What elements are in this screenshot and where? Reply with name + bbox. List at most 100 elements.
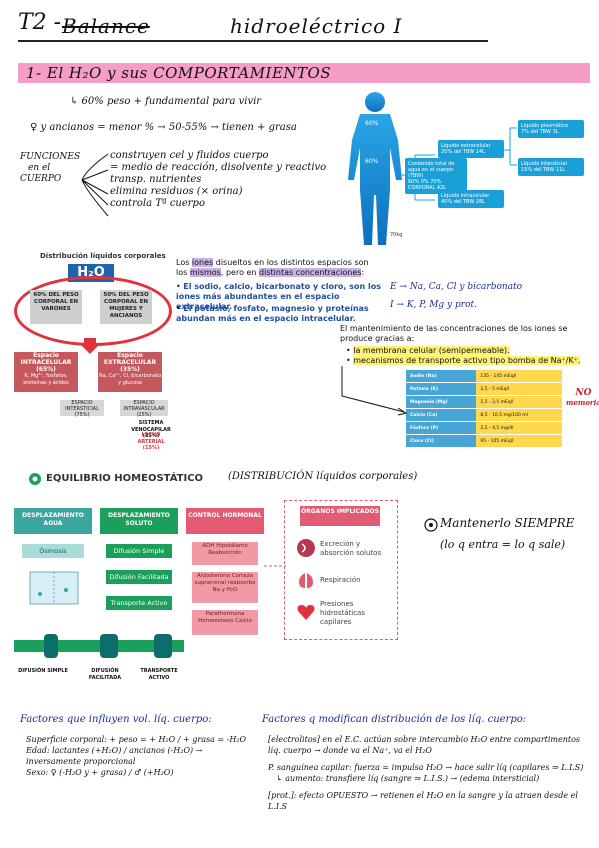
- intracellular-space-box: Espacio INTRACELULAR (65%) K, Mg²⁺, fosf…: [14, 352, 78, 392]
- equilibrium-title: EQUILIBRIO HOMEOSTÁTICO: [46, 473, 204, 484]
- table-row: Magnesio (Mg)1,5 - 2,5 mEq/l: [406, 395, 562, 409]
- page-title: hidroeléctrico I: [230, 14, 403, 38]
- funciones-label-1: FUNCIONES: [20, 152, 81, 162]
- pointer-arrow: [341, 366, 408, 416]
- figure-weight: 70kg: [390, 232, 403, 238]
- maintain-note-sub: (lo q entra = lo q sale): [440, 538, 566, 551]
- ion-name: Magnesio (Mg): [406, 395, 477, 409]
- col-solute-item: Difusión Facilitada: [106, 570, 172, 584]
- table-row: Potasio (K)3,5 - 5 mEq/l: [406, 382, 562, 396]
- note-line-1: ↳ 60% peso + fundamental para vivir: [70, 96, 262, 107]
- ion-values-table: Sodio (Na)135 - 145 mEq/l Potasio (K)3,5…: [406, 370, 562, 448]
- ion-value: 3,5 - 5 mEq/l: [476, 382, 562, 396]
- ion-value: 95 - 105 mEq/l: [476, 434, 562, 448]
- interstitial-space: ESPACIO INTERSTICIAL (75%): [60, 400, 104, 418]
- note-intracellular-ions: I → K, P, Mg y prot.: [390, 300, 477, 310]
- factor-item: Sexo: ♀ (-H₂O y + grasa) / ♂ (+H₂O): [26, 768, 174, 777]
- diff-label: DIFUSIÓN SIMPLE: [18, 668, 68, 674]
- brace-lines: [81, 153, 109, 217]
- distribution-factor-item: ↳ aumento: transfiere líq (sangre ⇒ L.I.…: [276, 774, 540, 783]
- distribution-factor-item: [electrolitos] en el E.C. actúan sobre i…: [268, 735, 581, 755]
- ion-value: 2,5 - 4,5 mg/dl: [476, 421, 562, 435]
- ion-name: Fósforo (P): [406, 421, 477, 435]
- maintain-note: Mantenerlo SIEMPRE: [440, 516, 575, 530]
- ions-intro-4: :: [361, 268, 365, 277]
- organ-item: Excreción y absorción solutos: [320, 540, 382, 557]
- distribution-title: Distribución líquidos corporales: [40, 252, 166, 260]
- maintenance-bullet-1-text: la membrana celular (semipermeable).: [353, 346, 510, 355]
- factors-volume-list: Superficie corporal: + peso = + H₂O / + …: [26, 734, 256, 778]
- organs-head: ÓRGANOS IMPLICADOS: [300, 506, 380, 526]
- factor-item: Superficie corporal: + peso = + H₂O / + …: [26, 735, 247, 744]
- figure-pct-mid: 60%: [365, 158, 379, 165]
- ions-intro: Los iones disueltos en los distintos esp…: [176, 258, 376, 278]
- plasma-box: Líquido plasmático 7% del TBW 3L: [518, 120, 584, 138]
- ions-intro-2: disueltos en los distintos espacios son …: [176, 258, 369, 277]
- col-hormonal-item: ADH Hipotálamo Reabsorción: [192, 542, 258, 565]
- ion-value: 8,5 - 10,5 mg/100 ml: [476, 408, 562, 422]
- women-weight-box: 50% DEL PESO CORPORAL EN MUJERES Y ANCIA…: [100, 290, 152, 324]
- equilibrium-icon: [29, 473, 41, 485]
- col-water-head: DESPLAZAMIENTO AGUA: [14, 508, 92, 534]
- section1-highlight: [18, 63, 590, 83]
- interstitial-sub: 15% del TBW 11L: [521, 167, 565, 173]
- lungs-icon: [299, 573, 313, 588]
- no-memoria-1: NO: [575, 388, 592, 398]
- table-row: Cloro (Cl)95 - 105 mEq/l: [406, 434, 562, 448]
- organ-item: Respiración: [320, 576, 361, 584]
- intracellular-label: Líquido intracelular: [441, 193, 490, 199]
- ion-name: Cloro (Cl): [406, 434, 477, 448]
- ion-name: Sodio (Na): [406, 370, 477, 383]
- plasma-label: Líquido plasmático: [521, 123, 569, 129]
- intravascular-space: ESPACIO INTRAVASCULAR (25%): [120, 400, 168, 418]
- figure-pct-top: 60%: [365, 120, 379, 127]
- arterial-label: LECHO ARTERIAL (15%): [137, 432, 165, 451]
- factors-distribution-list: [electrolitos] en el E.C. actúan sobre i…: [268, 734, 584, 812]
- col-hormonal-item: Parathormona Homeostasis Calcio: [192, 610, 258, 635]
- factor-item: Edad: lactantes (+H₂O) / ancianos (-H₂O)…: [26, 746, 203, 766]
- intracellular-sub: 40% del TBW 28L: [441, 199, 485, 205]
- funcion-item: transp. nutrientes: [110, 174, 202, 185]
- no-memoria-2: memoria: [566, 398, 599, 407]
- col-hormonal-head: CONTROL HORMONAL: [186, 508, 264, 534]
- col-hormonal-item: Aldosterona Corteza suprarrenal reabsorb…: [192, 572, 258, 603]
- ions-intro-3: , pero en: [220, 268, 260, 277]
- funciones-label-3: CUERPO: [20, 174, 62, 184]
- equilibrium-title-note: (DISTRIBUCIÓN líquidos corporales): [228, 471, 418, 482]
- ions-bullet-2: • El potasio, fosfato, magnesio y proteí…: [176, 304, 369, 323]
- intracellular-space-sub: K, Mg²⁺, fosfatos, proteínas y ácidos: [23, 373, 69, 386]
- table-row: Sodio (Na)135 - 145 mEq/l: [406, 370, 562, 383]
- no-memoria-note: NO memoria: [566, 388, 599, 408]
- maintenance-bullet-2: • mecanismos de transporte activo tipo b…: [346, 356, 581, 365]
- concentrations-word: distintas concentraciones: [259, 268, 362, 277]
- interstitial-label: Líquido intersticial: [521, 161, 567, 167]
- extracellular-space-box: Espacio EXTRACELULAR (35%) Na, Ca²⁺, Cl,…: [98, 352, 162, 392]
- maintenance-intro: El mantenimiento de las concentraciones …: [340, 324, 568, 343]
- osmosis-icon: [29, 571, 79, 605]
- ion-name: Calcio (Ca): [406, 408, 477, 422]
- factors-distribution-title: Factores q modifican distribución de los…: [262, 714, 527, 725]
- ion-value: 1,5 - 2,5 mEq/l: [476, 395, 562, 409]
- extracellular-space-label: Espacio EXTRACELULAR (35%): [103, 352, 157, 373]
- tbw-sub: 60% 0% 70% CORPORAL 42L: [408, 179, 447, 191]
- ions-bullet-1-text: El sodio, calcio, bicarbonato y cloro, s…: [176, 282, 381, 311]
- intracellular-box: Líquido intracelular 40% del TBW 28L: [438, 190, 504, 208]
- extracellular-label: Líquido extracelular: [441, 143, 491, 149]
- organs-box: [284, 500, 398, 640]
- heart-icon: [297, 605, 315, 620]
- funcion-item: = medio de reacción, disolvente y reacti…: [110, 162, 327, 173]
- funciones-label-2: en el: [28, 163, 51, 173]
- tbw-label: Contenido total de agua en el cuerpo (TB…: [408, 161, 455, 179]
- kidney-icon: [297, 539, 315, 557]
- maintenance-bullet-1: • la membrana celular (semipermeable).: [346, 346, 510, 355]
- table-row: Calcio (Ca)8,5 - 10,5 mg/100 ml: [406, 408, 562, 422]
- ion-name: Potasio (K): [406, 382, 477, 396]
- body-water-figure: [348, 92, 402, 245]
- section1-title: 1- El H₂O y sus COMPORTAMIENTOS: [26, 64, 332, 82]
- title-underline: [18, 40, 488, 42]
- diff-label: DIFUSIÓN FACILITADA: [88, 668, 122, 681]
- plasma-sub: 7% del TBW 3L: [521, 129, 559, 135]
- note-line-2: ♀ y ancianos = menor % → 50-55% → tienen…: [30, 122, 297, 133]
- funcion-item: elimina residuos (× orina): [110, 186, 243, 197]
- ion-value: 135 - 145 mEq/l: [476, 370, 562, 383]
